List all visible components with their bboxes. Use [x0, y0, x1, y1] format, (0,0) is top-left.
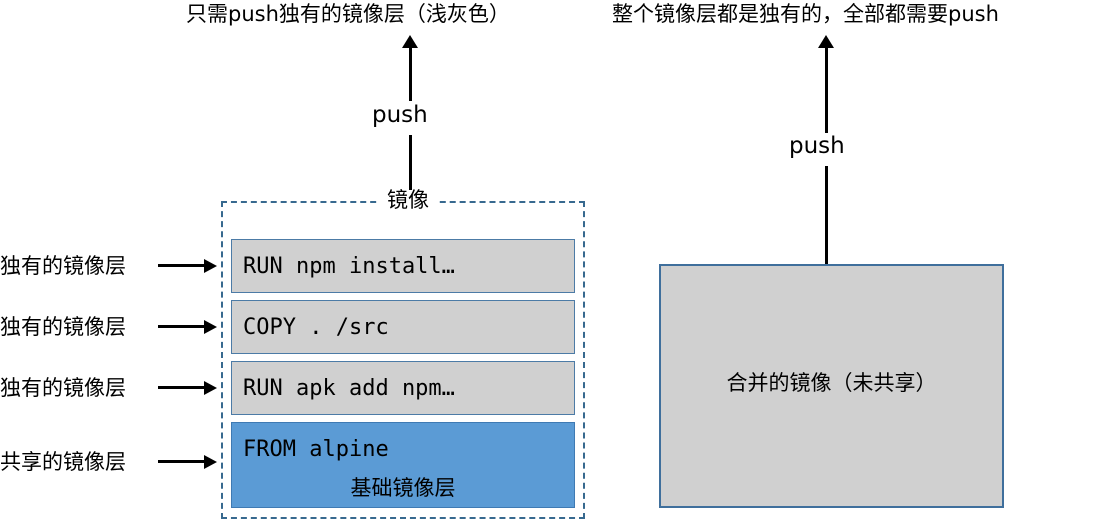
side-label-unique-layer-3: 独有的镜像层 [0, 376, 126, 400]
left-push-arrow-stem-lower [409, 135, 412, 192]
image-layer-label: FROM alpine [243, 437, 389, 462]
base-layer-sublabel: 基础镜像层 [350, 476, 456, 500]
side-arrow-unique-layer-1-icon [158, 259, 218, 273]
image-layer-run-npm-install[interactable]: RUN npm install… [231, 239, 575, 293]
side-arrow-unique-layer-3-icon [158, 381, 218, 395]
right-push-label: push [789, 133, 845, 159]
merged-image-box[interactable]: 合并的镜像（未共享） [659, 264, 1004, 508]
side-label-shared-layer: 共享的镜像层 [0, 450, 126, 474]
side-arrow-unique-layer-2-icon [158, 320, 218, 334]
left-diagram-title: 只需push独有的镜像层（浅灰色） [186, 2, 510, 26]
right-diagram-title: 整个镜像层都是独有的，全部都需要push [612, 2, 999, 26]
merged-image-label: 合并的镜像（未共享） [726, 371, 937, 395]
image-layer-label: COPY . /src [243, 315, 389, 340]
image-group-label: 镜像 [377, 190, 439, 211]
right-push-arrow-stem-upper [825, 47, 828, 133]
image-layer-run-apk-add-npm[interactable]: RUN apk add npm… [231, 361, 575, 415]
side-arrow-shared-layer-icon [158, 455, 218, 469]
side-label-unique-layer-1: 独有的镜像层 [0, 254, 126, 278]
right-push-arrowhead-icon [818, 35, 834, 48]
image-layer-label: RUN npm install… [243, 254, 455, 279]
image-layer-label: RUN apk add npm… [243, 376, 455, 401]
image-layer-from-alpine-base[interactable]: FROM alpine 基础镜像层 [231, 422, 575, 508]
right-push-arrow-stem-lower [825, 166, 828, 264]
image-layer-copy-src[interactable]: COPY . /src [231, 300, 575, 354]
left-push-label: push [372, 102, 428, 128]
left-push-arrowhead-icon [402, 35, 418, 48]
left-push-arrow-stem-upper [409, 47, 412, 101]
side-label-unique-layer-2: 独有的镜像层 [0, 315, 126, 339]
